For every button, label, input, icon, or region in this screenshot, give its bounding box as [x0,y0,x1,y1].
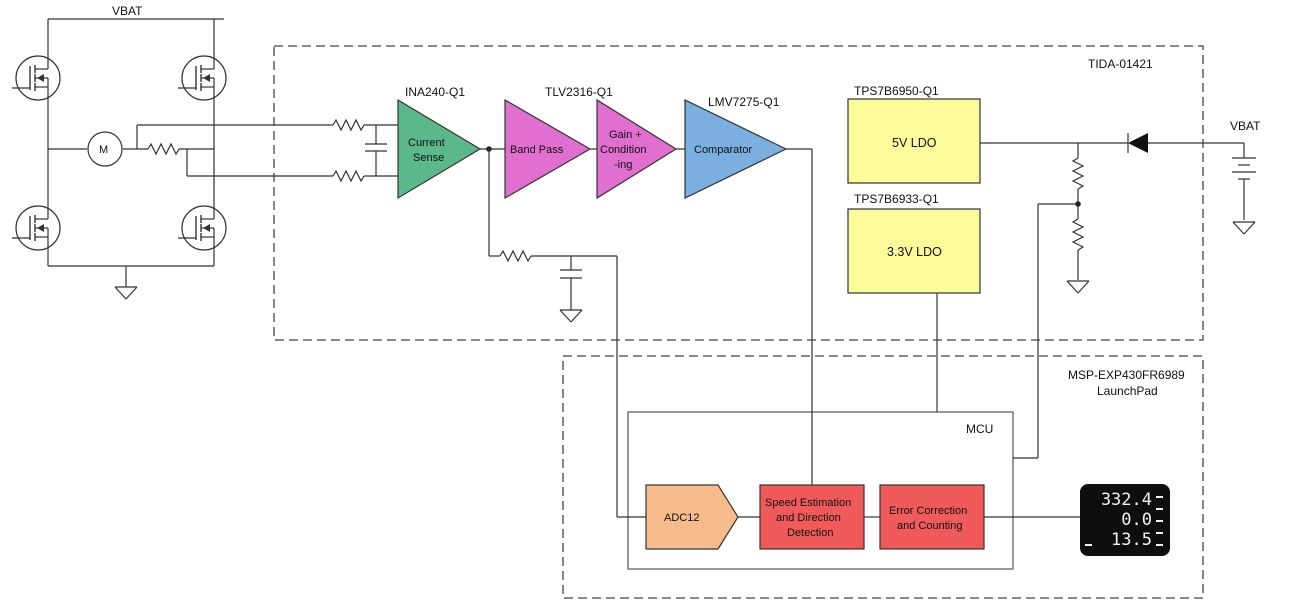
launchpad-outline [562,355,1204,599]
gain-line2: Condition [600,144,646,156]
band-pass-filter [504,98,592,200]
input-filter [332,118,398,183]
mcu-outline [627,411,1014,570]
lcd-line-3: 13.5 [1111,530,1152,550]
ldo-33v-label: 3.3V LDO [887,245,942,259]
mosfet-bottom-right [177,205,227,251]
band-pass-label: Band Pass [510,144,564,156]
tida-label: TIDA-01421 [1088,57,1153,71]
error-line2: and Counting [897,520,962,532]
mosfet-top-left [11,55,61,101]
speed-line3: Detection [787,527,833,539]
ina240-label: INA240-Q1 [405,85,465,99]
current-sense-line1: Current [408,137,445,149]
speed-line1: Speed Estimation [765,497,851,509]
adc12-label: ADC12 [664,512,699,524]
current-sense-amp [397,98,482,200]
vbat-right-label: VBAT [1230,119,1261,133]
gain-line1: Gain + [609,129,642,141]
lmv7275-label: LMV7275-Q1 [708,95,780,109]
mcu-label: MCU [966,422,993,436]
msp-label-line1: MSP-EXP430FR6989 [1068,368,1185,382]
speed-estimation-block [759,484,865,550]
error-line1: Error Correction [889,505,967,517]
gain-line3: -ing [614,159,632,171]
current-sense-line2: Sense [413,152,444,164]
lcd-line-1: 332.4 [1101,490,1152,510]
motor-label: M [99,144,108,156]
vbat-top-label: VBAT [112,4,143,18]
mosfet-top-right [177,55,227,101]
tlv2316-label: TLV2316-Q1 [545,85,613,99]
ldo-33v-block [847,208,981,294]
comparator-label: Comparator [694,144,752,156]
diode [1128,133,1148,153]
motor-symbol [87,131,123,167]
lcd-line-2: 0.0 [1121,510,1152,530]
mosfet-bottom-left [11,205,61,251]
lcd-segment-marks [1085,496,1163,546]
filter-resistor [499,249,532,263]
tida-board-outline [273,45,1204,341]
speed-line2: and Direction [776,512,841,524]
tps7b6950-label: TPS7B6950-Q1 [854,84,939,98]
lcd-display [1080,484,1170,556]
gain-conditioning-amp [596,98,678,200]
tps7b6933-label: TPS7B6933-Q1 [854,192,939,206]
error-correction-block [879,484,985,550]
comparator [684,99,788,199]
shunt-resistor [147,142,180,156]
msp-label-line2: LaunchPad [1097,384,1158,398]
adc12-block [645,484,739,550]
ldo-5v-label: 5V LDO [892,136,937,150]
h-bridge [11,18,333,300]
ldo-5v-block [847,98,981,184]
power-input [980,133,1256,459]
